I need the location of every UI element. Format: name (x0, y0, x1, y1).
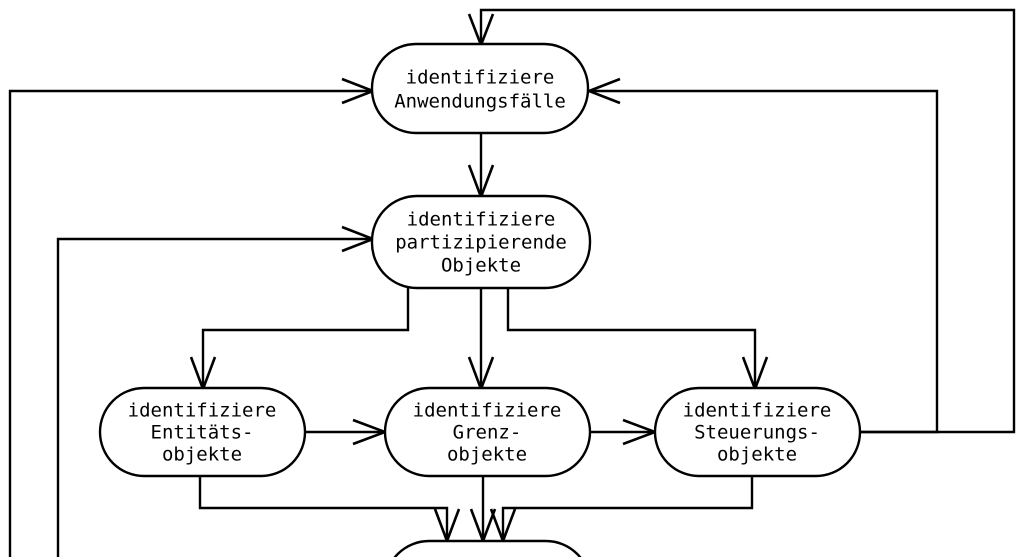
node-label-line-2: Anwendungsfälle (394, 91, 566, 113)
node-label-line-1: identifiziere (128, 400, 277, 422)
edge-use-cases-to-participating (467, 133, 495, 201)
node-entity-objects[interactable]: identifiziere Entitäts- objekte (98, 386, 307, 478)
node-shape[interactable] (383, 386, 592, 478)
node-shape[interactable] (653, 386, 862, 478)
node-label-line-3: objekte (447, 444, 527, 466)
edge-boundary-to-control (590, 418, 659, 446)
edge-control-to-use-cases-right (585, 77, 939, 434)
node-shape[interactable] (385, 539, 590, 557)
edge-path (201, 288, 410, 388)
edge-path (591, 89, 939, 434)
edge-entity-to-boundary (305, 418, 389, 446)
edge-path (506, 288, 757, 388)
node-shape[interactable] (370, 42, 590, 135)
edge-path (479, 8, 1016, 434)
node-participating-objects[interactable]: identifiziere partizipierende Objekte (370, 194, 592, 290)
node-label-line-3: objekte (717, 444, 797, 466)
edge-boundary-to-bottom-node (469, 476, 497, 545)
node-label-line-3: objekte (162, 444, 242, 466)
node-label-line-1: identifiziere (407, 209, 556, 231)
node-label-line-2: Steuerungs- (694, 422, 820, 444)
node-label-line-3: Objekte (441, 255, 521, 277)
edge-path (56, 237, 371, 557)
node-boundary-objects[interactable]: identifiziere Grenz- objekte (383, 386, 592, 478)
node-shape[interactable] (370, 194, 592, 290)
edge-left-outer-rail-into-use-cases (8, 77, 377, 557)
edge-path (501, 476, 754, 540)
node-label-line-2: Grenz- (453, 422, 522, 444)
node-label-line-2: partizipierende (395, 232, 567, 254)
edge-participating-to-entity (189, 288, 410, 393)
edge-participating-to-control (506, 288, 769, 393)
node-control-objects[interactable]: identifiziere Steuerungs- objekte (653, 386, 862, 478)
node-shape[interactable] (98, 386, 307, 478)
edge-path (8, 89, 371, 557)
node-label-line-1: identifiziere (683, 400, 832, 422)
node-label-line-1: identifiziere (406, 67, 555, 89)
edge-entity-to-bottom-node (198, 476, 461, 545)
edge-path (198, 476, 449, 540)
node-use-cases[interactable]: identifiziere Anwendungsfälle (370, 42, 590, 135)
node-label-line-1: identifiziere (413, 400, 562, 422)
edge-participating-to-boundary (467, 288, 495, 393)
node-label-line-2: Entitäts- (151, 422, 254, 444)
node-bottom-partial[interactable] (385, 539, 590, 557)
edge-control-to-bottom-node (489, 476, 754, 545)
